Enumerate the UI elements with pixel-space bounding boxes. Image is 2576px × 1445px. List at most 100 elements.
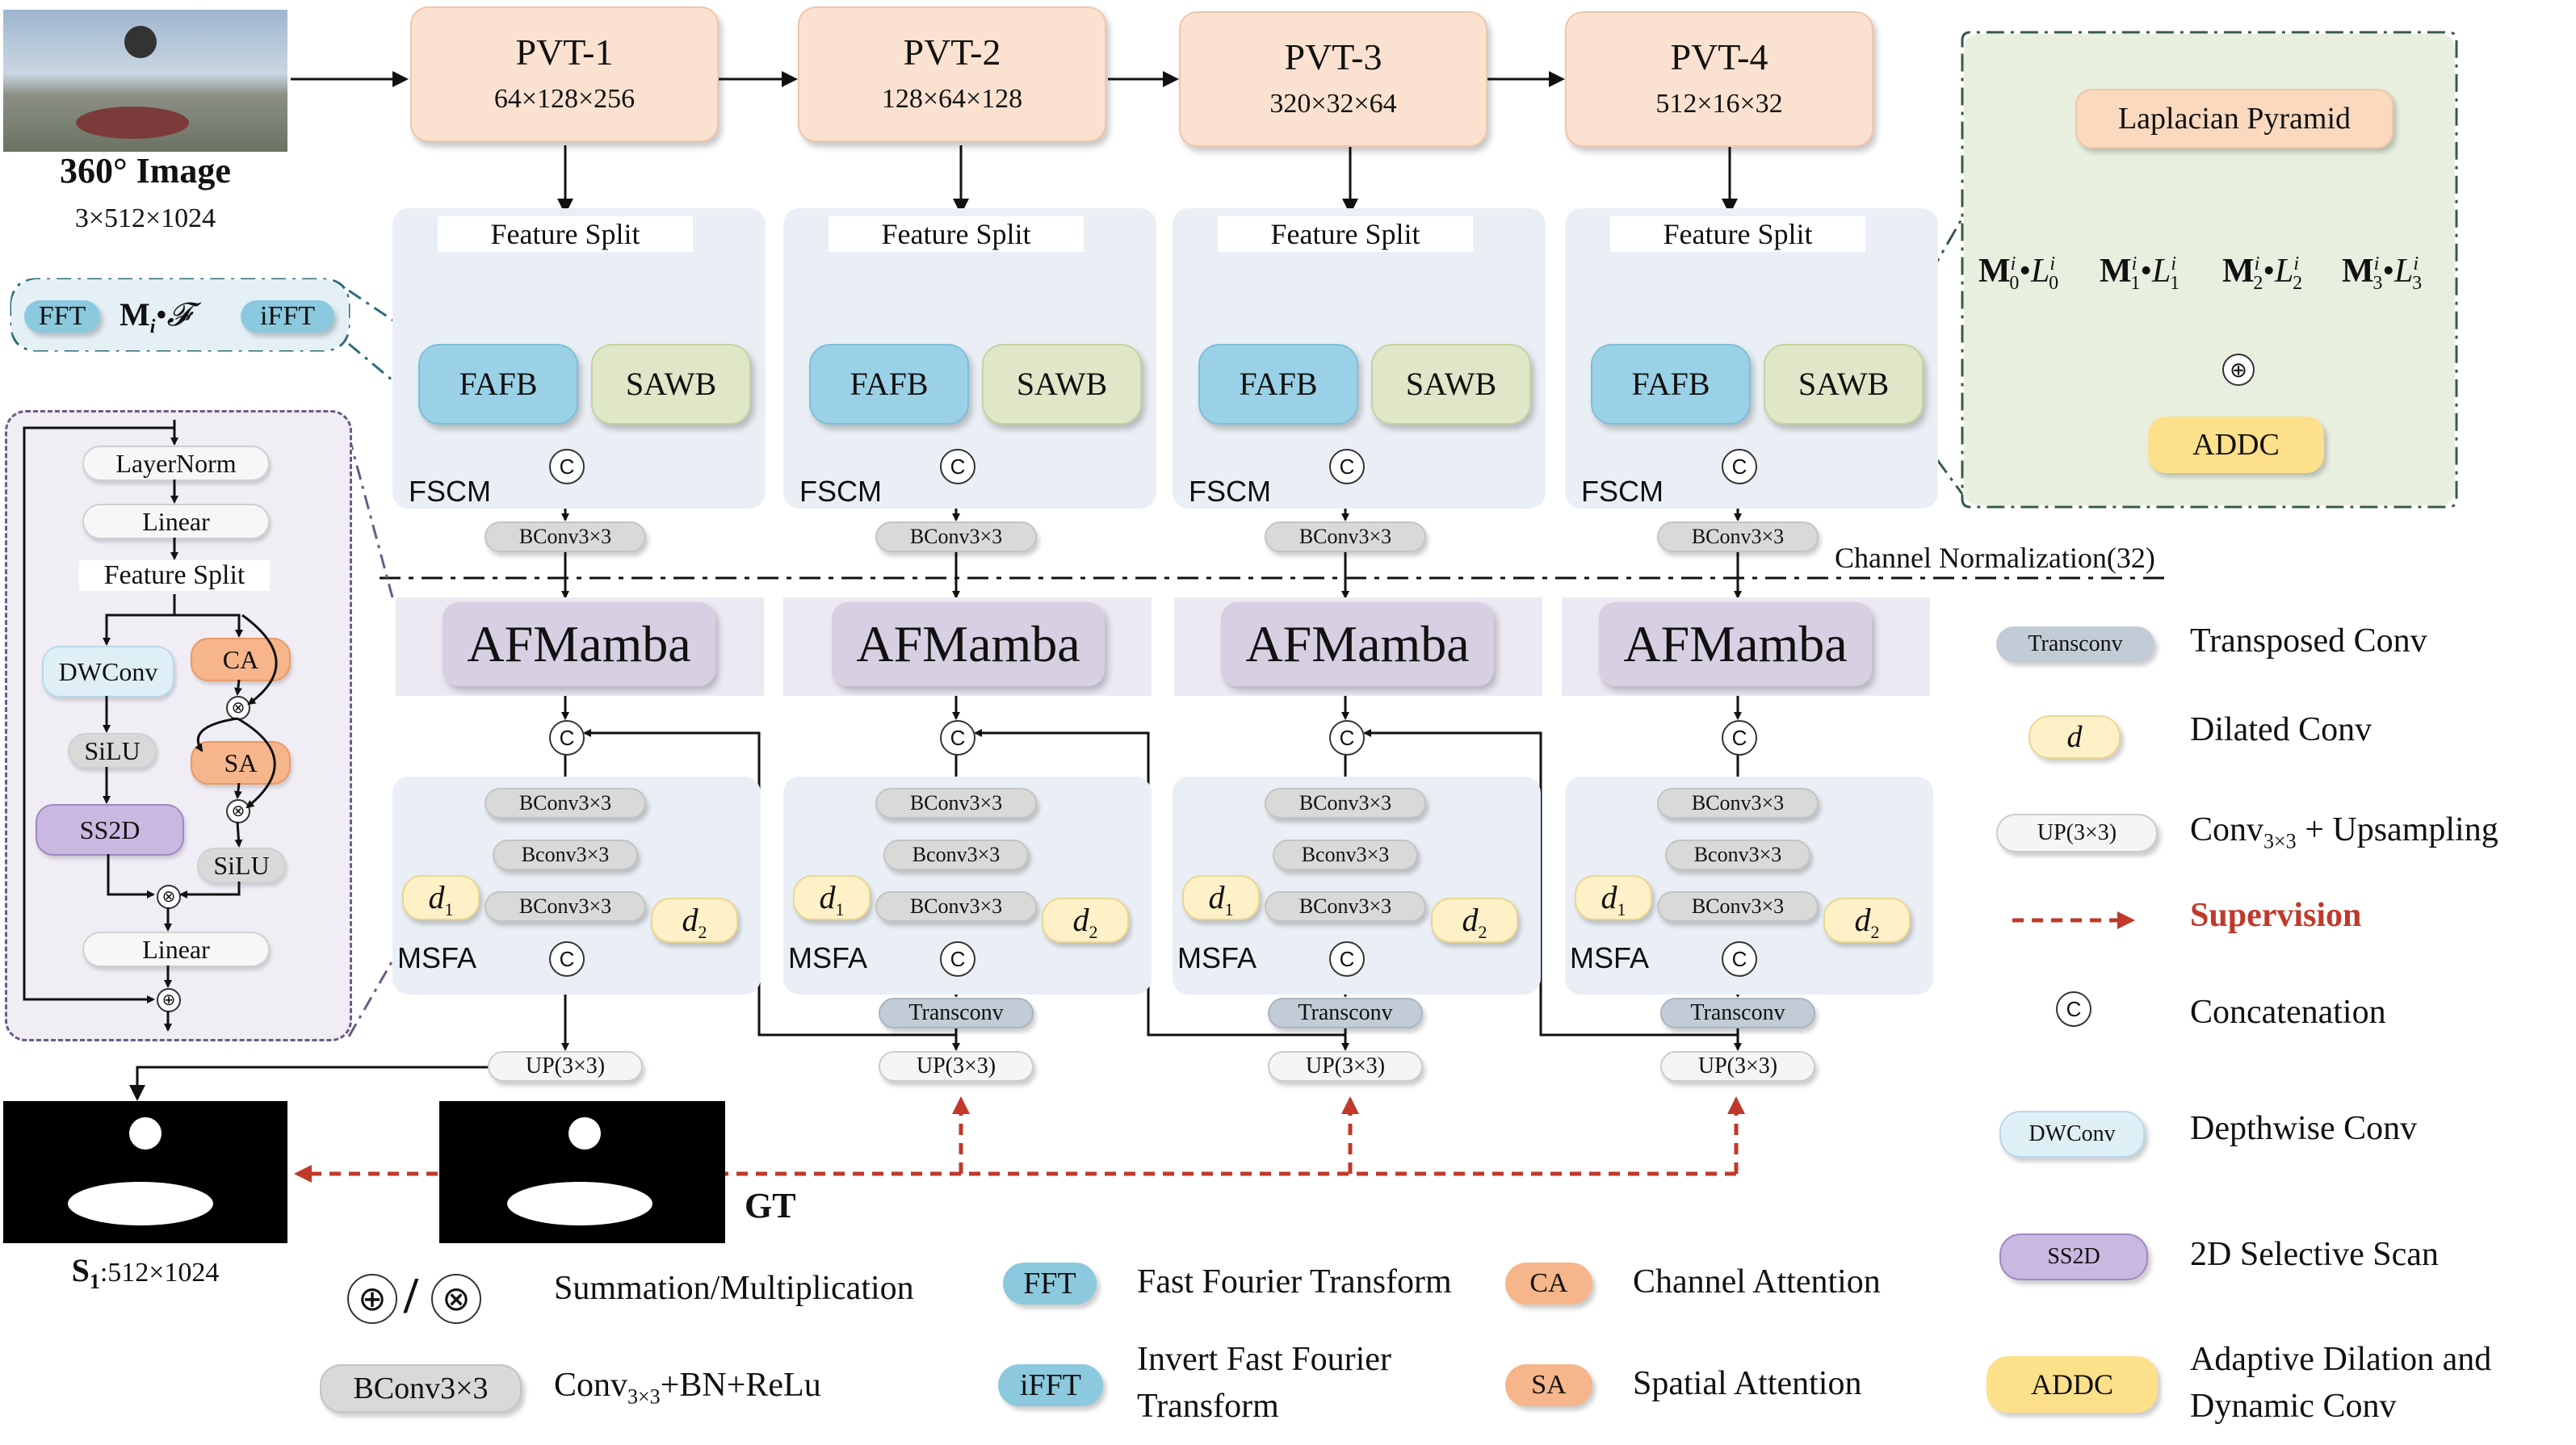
msfa-4-bconv-1: BConv3×3: [1657, 788, 1819, 819]
fscm-2-fafb: FAFB: [809, 344, 969, 425]
msfa-2-label: MSFA: [788, 941, 868, 974]
legend-chip-transconv: Transconv: [1996, 626, 2154, 662]
laplacian-term-2-msup: i: [2254, 253, 2260, 274]
msfa-1-d1-sub: 1: [444, 899, 454, 919]
msfa-4-input-concat: C: [1722, 720, 1757, 756]
msfa-4-d2-symbol: d: [1854, 902, 1871, 938]
legend-text-concatenation: Concatenation: [2190, 994, 2386, 1031]
fft-chip: FFT: [24, 300, 100, 333]
fscm-2-sawb: SAWB: [982, 344, 1142, 425]
s1-size: :512×1024: [99, 1258, 220, 1288]
ifft-chip: iFFT: [241, 300, 334, 333]
legend-chip-up: UP(3×3): [1996, 814, 2158, 852]
legend-bconv-sub: 3×3: [627, 1384, 661, 1409]
fscm-4-label: FSCM: [1581, 475, 1663, 508]
legend-chip-concat: C: [2056, 991, 2091, 1027]
legend-chip-ss2d: SS2D: [1999, 1233, 2148, 1280]
legend-text-sa: Spatial Attention: [1633, 1365, 1862, 1402]
msfa-4-dilated-2: d2: [1823, 898, 1911, 943]
msfa-2-concat-node: C: [940, 941, 975, 977]
pvt-1-name: PVT-1: [515, 31, 614, 73]
laplacian-term-1-msup: i: [2131, 253, 2138, 274]
legend-chip-sa: SA: [1505, 1364, 1592, 1406]
laplacian-term-3-lsub: 3: [2412, 273, 2423, 295]
legend-text-upsampling: Conv3×3 + Upsampling: [2190, 810, 2498, 853]
image-rider-figure: [124, 26, 157, 58]
laplacian-term-3-m: M: [2342, 253, 2374, 290]
msfa-2-d2-sub: 2: [1089, 922, 1098, 942]
input-size: 3×512×1024: [74, 203, 216, 233]
output-s1-mask: [3, 1101, 287, 1243]
msfa-1-upsample: UP(3×3): [488, 1051, 643, 1082]
pvt-1-block: PVT-1 64×128×256: [410, 6, 719, 142]
fscm-4-concat-node: C: [1722, 449, 1757, 484]
addc-box: ADDC: [2148, 417, 2324, 473]
legend-bconv-conv: Conv: [554, 1367, 628, 1404]
laplacian-term-1-dot: •: [2140, 253, 2153, 290]
legend-text-sum-mult: Summation/Multiplication: [554, 1270, 914, 1307]
fscm-3-sawb: SAWB: [1371, 344, 1531, 425]
laplacian-term-2-m: M: [2222, 253, 2255, 290]
msfa-2-bconv-3: BConv3×3: [875, 891, 1037, 922]
fscm-2-concat-node: C: [940, 449, 975, 484]
laplacian-term-0-lsub: 0: [2049, 273, 2059, 295]
laplacian-term-2-l: L: [2275, 253, 2294, 290]
fft-dot-f: •𝓕: [155, 296, 191, 333]
s1-symbol: S: [71, 1252, 90, 1288]
image-reflection-figure: [76, 107, 189, 139]
legend-text-supervision: Supervision: [2190, 897, 2362, 934]
msfa-4-upsample: UP(3×3): [1660, 1051, 1815, 1082]
laplacian-term-1-lsup: i: [2171, 253, 2177, 274]
laplacian-term-1-lsub: 1: [2170, 273, 2180, 295]
laplacian-term-2-lsup: i: [2293, 253, 2300, 274]
laplacian-term-0-dot: •: [2019, 253, 2032, 290]
laplacian-term-3-msup: i: [2373, 253, 2380, 274]
legend-up-conv: Conv: [2190, 811, 2264, 848]
msfa-3-bconv-2: Bconv3×3: [1273, 840, 1418, 870]
laplacian-term-3-msub: 3: [2373, 273, 2383, 295]
fscm-1-label: FSCM: [409, 475, 491, 508]
msfa-1-dilated-1: d1: [402, 875, 480, 920]
legend-text-bconv: Conv3×3+BN+ReLu: [554, 1366, 821, 1409]
laplacian-term-2-msub: 2: [2253, 273, 2263, 295]
fscm-1-sawb: SAWB: [591, 344, 751, 425]
afmamba-block-2: AFMamba: [832, 602, 1105, 686]
laplacian-term-3: Mi3•Li3: [2342, 252, 2422, 295]
laplacian-term-3-l: L: [2394, 253, 2414, 290]
multiply-node-merge: ⊗: [157, 885, 181, 909]
feature-split-label: Feature Split: [79, 560, 270, 591]
gt-rider-shape: [568, 1117, 601, 1150]
msfa-1-d2-symbol: d: [682, 902, 699, 938]
fscm-3-fafb: FAFB: [1198, 344, 1358, 425]
msfa-4-dilated-1: d1: [1575, 875, 1652, 920]
msfa-3-dilated-1: d1: [1182, 875, 1260, 920]
fscm-2-label: FSCM: [799, 475, 882, 508]
laplacian-term-0-lsup: i: [2049, 253, 2056, 274]
legend-chip-dwconv: DWConv: [1999, 1111, 2145, 1158]
pvt-1-dims: 64×128×256: [493, 84, 636, 114]
legend-text-addc-line1: Adaptive Dilation and: [2190, 1341, 2492, 1378]
msfa-4-transconv: Transconv: [1660, 998, 1815, 1028]
legend-chip-addc: ADDC: [1987, 1356, 2158, 1413]
fft-m-symbol: M: [120, 296, 150, 333]
laplacian-term-0: Mi0•Li0: [1978, 252, 2058, 295]
legend-sum-symbol: ⊕: [347, 1274, 397, 1324]
legend-text-ca: Channel Attention: [1633, 1263, 1881, 1300]
laplacian-term-3-lsup: i: [2413, 253, 2419, 274]
legend-text-fft: Fast Fourier Transform: [1137, 1263, 1452, 1300]
ground-truth-mask: [439, 1101, 725, 1243]
legend-multiply-symbol: ⊗: [431, 1274, 481, 1324]
fscm-1-fafb: FAFB: [418, 344, 578, 425]
silu-box-2: SiLU: [197, 848, 286, 883]
msfa-1-d2-sub: 2: [698, 922, 707, 942]
fscm-4-bconv: BConv3×3: [1657, 521, 1819, 552]
msfa-3-input-concat: C: [1329, 720, 1365, 756]
legend-up-post: + Upsampling: [2296, 811, 2498, 848]
pvt-4-name: PVT-4: [1670, 36, 1768, 77]
legend-up-sub: 3×3: [2263, 829, 2297, 853]
msfa-2-d2-symbol: d: [1072, 902, 1089, 938]
fscm-3-feature-split: Feature Split: [1218, 216, 1473, 252]
laplacian-term-1-msub: 1: [2130, 273, 2141, 295]
fscm-1-bconv: BConv3×3: [485, 521, 646, 552]
